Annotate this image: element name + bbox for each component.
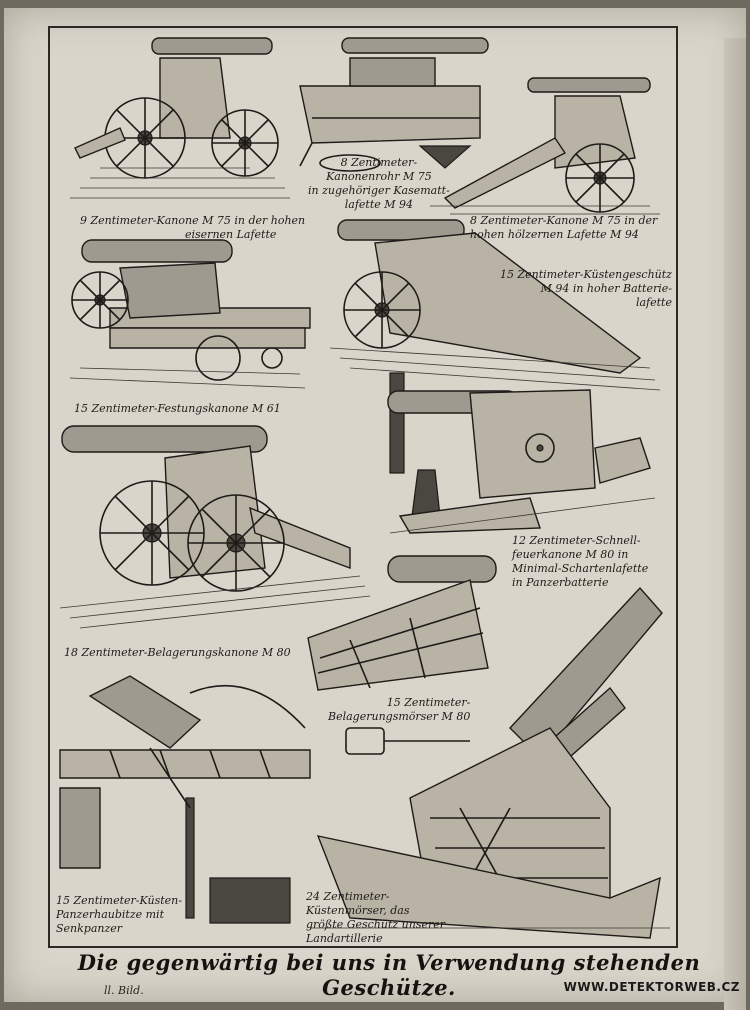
coastal-armored-howitzer-15cm-illustration: [59, 675, 311, 924]
watermark: WWW.DETEKTORWEB.CZ: [563, 980, 740, 994]
page-edge: [724, 38, 746, 1010]
coastal-gun-15cm-illustration: [329, 219, 661, 391]
caption-15cm-siege-mortar: 15 Zentimeter-Belagerungsmörser M 80: [328, 696, 471, 723]
quick-firing-gun-12cm-illustration: [387, 372, 656, 534]
cannon-9cm-illustration: [70, 37, 290, 199]
plate-title: Die gegenwärtig bei uns in Verwendung st…: [77, 950, 701, 1000]
plate-illustration: [59, 37, 670, 939]
plate-number: ll. Bild.: [104, 984, 144, 997]
coastal-mortar-24cm-illustration: [310, 586, 670, 939]
siege-mortar-15cm-illustration: [307, 555, 497, 691]
cannon-8cm-wooden-carriage-illustration: [430, 77, 660, 215]
cannon-15cm-fortress-illustration: [69, 239, 311, 389]
cannon-8cm-casemate-illustration: [299, 37, 489, 172]
siege-gun-18cm-illustration: [59, 425, 371, 629]
caption-12cm-quick-firing-gun: 12 Zentimeter-Schnell-feuerkanone M 80 i…: [512, 534, 649, 589]
caption-18cm-siege-gun: 18 Zentimeter-Belagerungskanone M 80: [64, 646, 291, 659]
caption-15cm-fortress-gun: 15 Zentimeter-Festungskanone M 61: [74, 402, 281, 415]
